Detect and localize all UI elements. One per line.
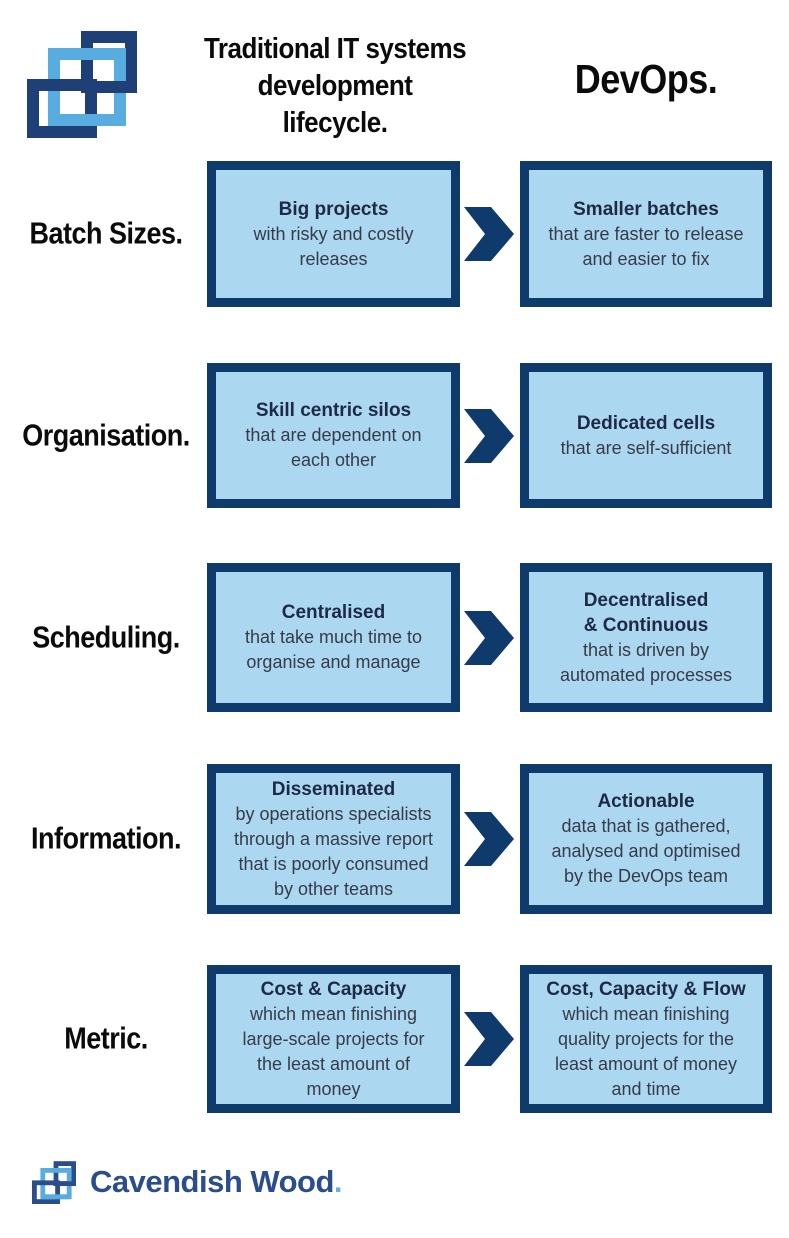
chevron-right-arrow-icon bbox=[464, 812, 514, 866]
brand-period: . bbox=[333, 1164, 343, 1199]
row-label: Information. bbox=[31, 821, 182, 856]
box-body: data that is gathered, analysed and opti… bbox=[551, 816, 741, 886]
footer-brand: Cavendish Wood. bbox=[30, 1152, 343, 1212]
traditional-box: Cost & Capacity which mean finishing lar… bbox=[207, 965, 460, 1113]
box-title: Disseminated bbox=[271, 778, 396, 800]
traditional-box: Big projects with risky and costly relea… bbox=[207, 161, 460, 307]
box-body: that is driven by automated processes bbox=[559, 639, 733, 685]
row-label: Scheduling. bbox=[32, 620, 180, 654]
box-body: that are self-sufficient bbox=[560, 437, 732, 458]
devops-box: Actionable data that is gathered, analys… bbox=[520, 764, 772, 914]
box-body: which mean finishing large-scale project… bbox=[242, 1003, 425, 1099]
box-title: Dedicated cells bbox=[576, 412, 716, 434]
row-metric: Metric. Cost & Capacity which mean finis… bbox=[0, 965, 789, 1113]
box-title: Centralised bbox=[281, 602, 386, 623]
brand-text: Cavendish Wood bbox=[90, 1164, 334, 1199]
traditional-box: Disseminated by operations specialists t… bbox=[207, 764, 460, 914]
row-batch-sizes: Batch Sizes. Big projects with risky and… bbox=[0, 161, 789, 307]
devops-box: Smaller batches that are faster to relea… bbox=[520, 161, 772, 307]
cavendish-wood-logo-icon bbox=[30, 1160, 78, 1204]
box-body: which mean finishing quality projects fo… bbox=[554, 1003, 738, 1099]
box-title: Big projects bbox=[278, 198, 389, 220]
box-body: that take much time to organise and mana… bbox=[244, 627, 423, 672]
chevron-right-arrow-icon bbox=[464, 207, 514, 261]
chevron-right-arrow-icon bbox=[464, 408, 514, 463]
devops-column-title: DevOps. bbox=[574, 56, 718, 102]
box-title: Skill centric silos bbox=[255, 400, 412, 421]
traditional-box: Skill centric silos that are dependent o… bbox=[207, 363, 460, 508]
traditional-box: Centralised that take much time to organ… bbox=[207, 563, 460, 712]
traditional-column-title: Traditional IT systems development lifec… bbox=[203, 31, 467, 139]
row-information: Information. Disseminated by operations … bbox=[0, 764, 789, 914]
box-title: Smaller batches bbox=[573, 198, 719, 220]
box-title: Decentralised & Continuous bbox=[583, 589, 709, 636]
brand-name: Cavendish Wood. bbox=[90, 1164, 343, 1200]
box-body: with risky and costly releases bbox=[253, 223, 414, 269]
row-label: Organisation. bbox=[22, 418, 190, 452]
box-title: Cost & Capacity bbox=[260, 978, 407, 1000]
row-organisation: Organisation. Skill centric silos that a… bbox=[0, 363, 789, 508]
row-scheduling: Scheduling. Centralised that take much t… bbox=[0, 563, 789, 712]
box-body: that are dependent on each other bbox=[245, 425, 422, 470]
box-body: by operations specialists through a mass… bbox=[233, 803, 434, 899]
interlocking-squares-logo-icon bbox=[26, 28, 138, 138]
row-label: Metric. bbox=[64, 1021, 148, 1056]
devops-box: Cost, Capacity & Flow which mean finishi… bbox=[520, 965, 772, 1113]
box-title: Cost, Capacity & Flow bbox=[546, 978, 746, 1000]
chevron-right-arrow-icon bbox=[464, 610, 514, 665]
devops-box: Dedicated cells that are self-sufficient bbox=[520, 363, 772, 508]
row-label: Batch Sizes. bbox=[29, 216, 183, 251]
box-title: Actionable bbox=[597, 791, 695, 812]
devops-box: Decentralised & Continuous that is drive… bbox=[520, 563, 772, 712]
box-body: that are faster to release and easier to… bbox=[548, 223, 744, 269]
chevron-right-arrow-icon bbox=[464, 1012, 514, 1066]
